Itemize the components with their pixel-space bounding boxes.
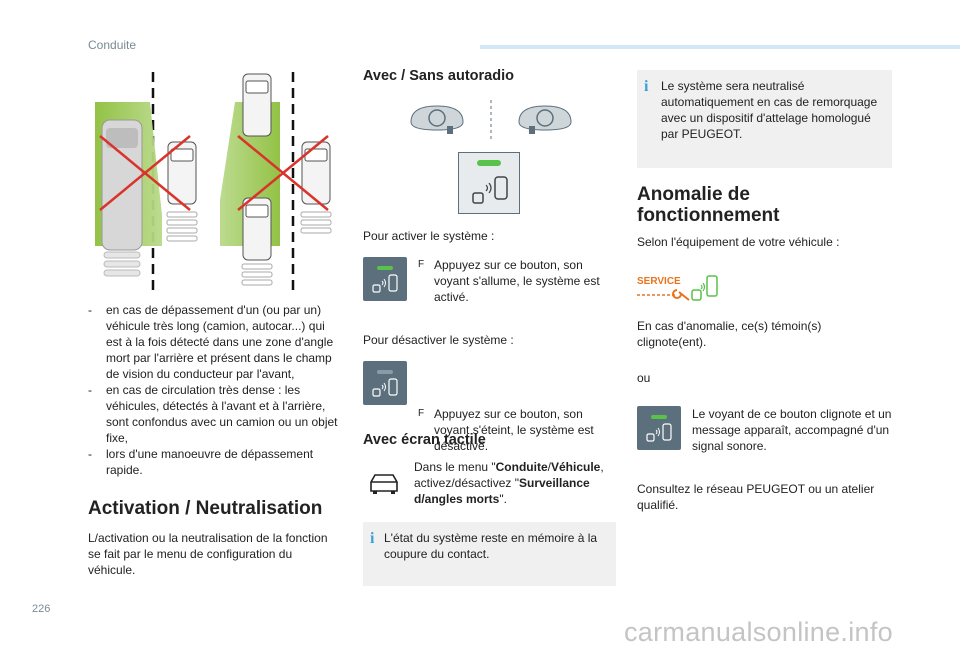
memory-info-box: i L'état du système reste en mémoire à l…	[363, 522, 616, 586]
blinking-button-icon	[637, 406, 681, 450]
button-blink-text: Le voyant de ce bouton clignote et un me…	[692, 407, 892, 453]
list-item: -en cas de circulation très dense : les …	[88, 383, 338, 445]
touchscreen-instructions: Dans le menu "Conduite/Véhicule, activez…	[414, 460, 604, 506]
limitations-list: -en cas de dépassement d'un (ou par un) …	[88, 302, 338, 478]
anomaly-heading: Anomalie de fonctionnement	[637, 184, 780, 226]
service-warning-lights: SERVICE	[637, 270, 727, 306]
tow-info-box: i Le système sera neutralisé automatique…	[637, 70, 892, 168]
section-title: Conduite	[88, 38, 137, 52]
activation-heading: Activation / Neutralisation	[88, 498, 323, 519]
deactivate-intro: Pour désactiver le système :	[363, 333, 514, 347]
list-item: -lors d'une manoeuvre de dépassement rap…	[88, 447, 314, 477]
activation-text: L/activation ou la neutralisation de la …	[88, 531, 328, 577]
memory-info-text: L'état du système reste en mémoire à la …	[384, 531, 598, 561]
activate-button-icon	[363, 257, 407, 301]
blind-spot-icon	[646, 415, 672, 442]
blind-spot-icon	[472, 160, 508, 204]
service-label: SERVICE	[637, 276, 681, 287]
deactivate-button-icon	[363, 361, 407, 405]
car-menu-icon	[370, 474, 398, 494]
deactivate-step: F Appuyez sur ce bouton, son voyant s'ét…	[418, 407, 594, 453]
blind-spot-illustration	[95, 72, 332, 290]
consult-text: Consultez le réseau PEUGEOT ou un atelie…	[637, 482, 875, 512]
blind-spot-icon	[372, 370, 398, 397]
info-icon: i	[644, 78, 649, 95]
touchscreen-heading: Avec écran tactile	[363, 432, 486, 448]
header-bar	[480, 45, 960, 49]
step-marker: F	[418, 408, 425, 419]
tow-info-text: Le système sera neutralisé automatiqueme…	[661, 79, 878, 141]
blind-spot-icon	[372, 266, 398, 293]
activate-intro: Pour activer le système :	[363, 229, 495, 243]
equipment-text: Selon l'équipement de votre véhicule :	[637, 235, 840, 249]
dashboard-illustration	[410, 100, 572, 140]
blind-spot-button-large	[458, 152, 520, 214]
wrench-and-blind-spot-icon	[637, 275, 718, 301]
or-text: ou	[637, 371, 651, 385]
activate-step: F Appuyez sur ce bouton, son voyant s'al…	[418, 258, 600, 304]
blink-text: En cas d'anomalie, ce(s) témoin(s) clign…	[637, 319, 822, 349]
step-marker: F	[418, 259, 425, 270]
watermark: carmanualsonline.info	[624, 617, 893, 647]
autoradio-heading: Avec / Sans autoradio	[363, 68, 514, 84]
page-number: 226	[32, 603, 51, 615]
list-item: -en cas de dépassement d'un (ou par un) …	[88, 303, 334, 381]
info-icon: i	[370, 530, 375, 547]
